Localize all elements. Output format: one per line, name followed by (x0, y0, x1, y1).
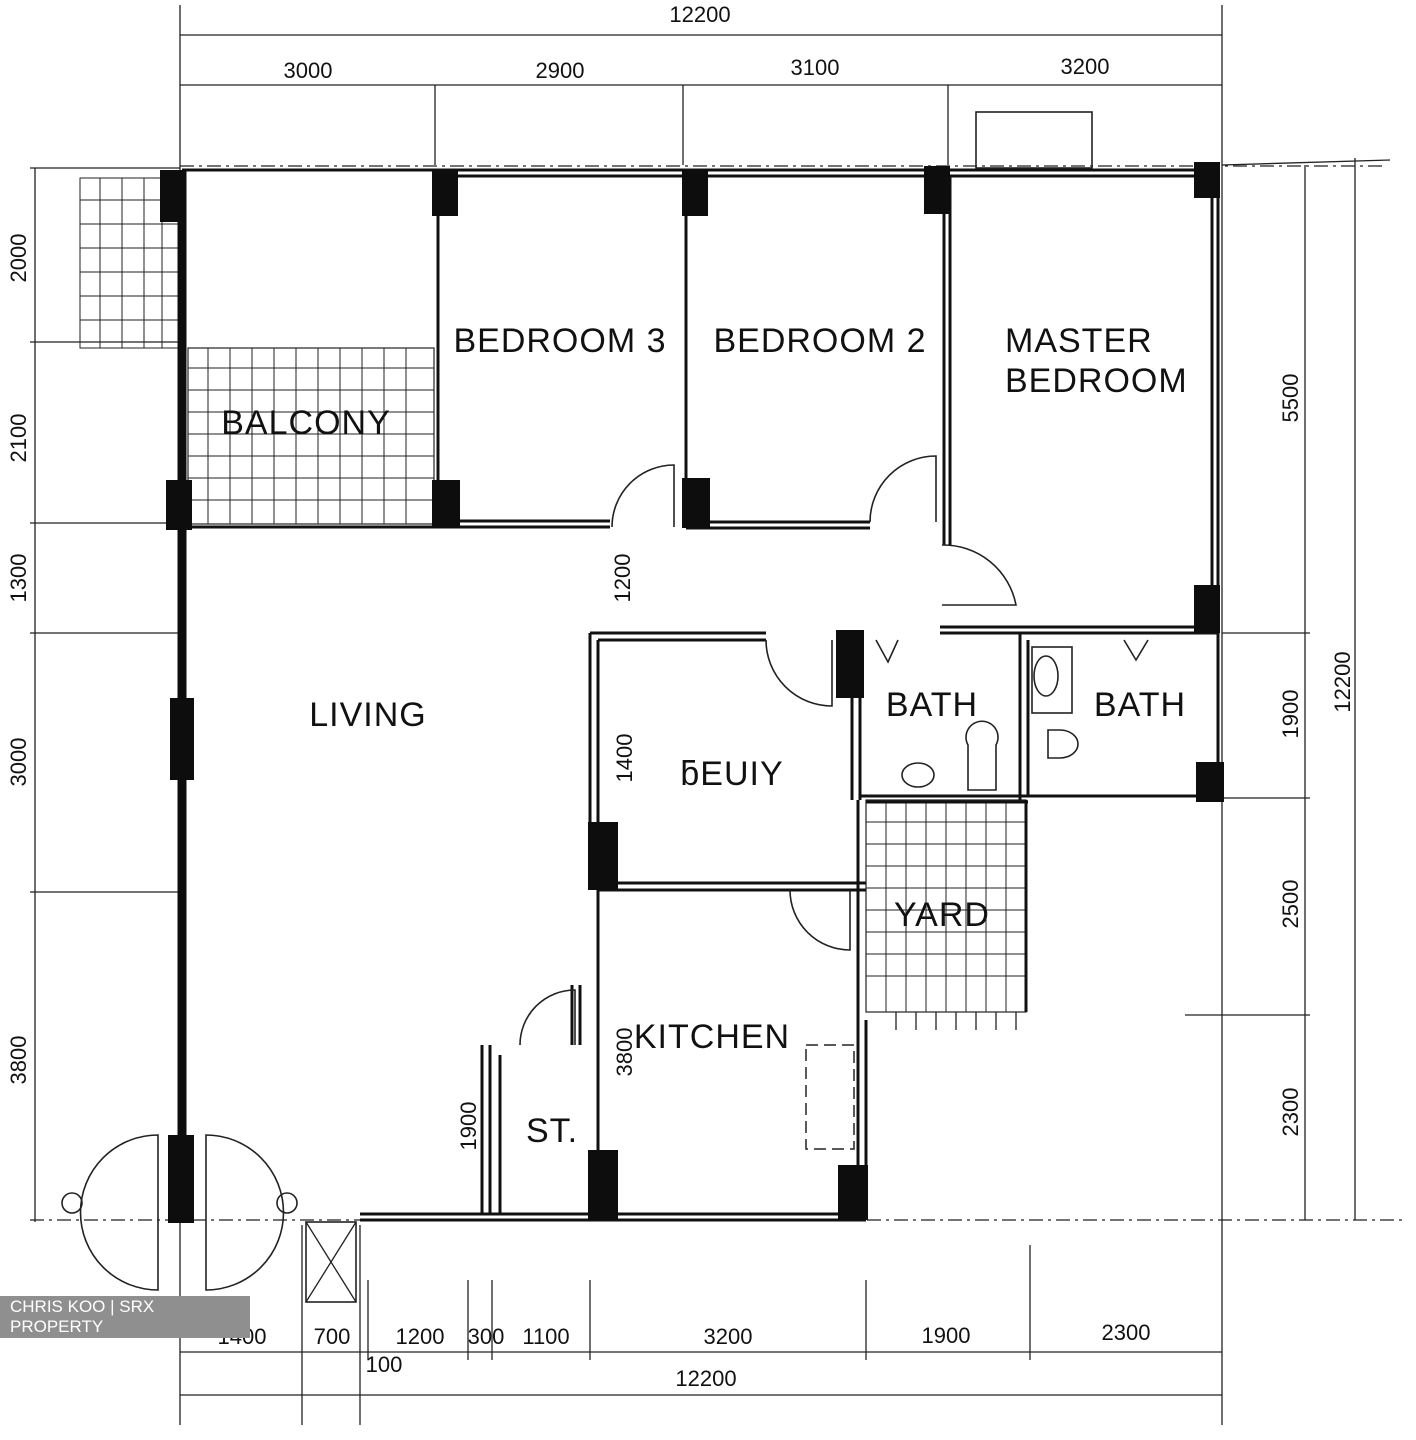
bottom-dim-4: 300 (468, 1324, 505, 1349)
right-total-dim: 12200 (1330, 651, 1355, 712)
right-dimensions: 5500 1900 2500 2300 12200 (1185, 158, 1391, 1220)
shaft (305, 1221, 357, 1303)
bottom-dim-5: 1100 (522, 1324, 569, 1349)
bedroom3-label: BEDROOM 3 (453, 322, 666, 360)
bottom-dim-8: 2300 (1102, 1320, 1151, 1345)
living-label: LIVING (309, 696, 426, 734)
inner-dimensions: 1200 1400 1900 3800 (456, 554, 637, 1151)
corridor-dim: 1200 (610, 554, 635, 603)
left-dim-2: 2100 (6, 414, 31, 463)
walls (177, 111, 1220, 1222)
bath1-label: BATH (886, 686, 978, 724)
top-total-dim: 12200 (669, 2, 730, 27)
master-bedroom-label-1: MASTER (1005, 322, 1153, 360)
left-dim-5: 3800 (6, 1036, 31, 1085)
kitchen-dim: 3800 (612, 1028, 637, 1077)
right-dim-2: 1900 (1278, 690, 1303, 739)
room-labels: BEDROOM 3 BEDROOM 2 MASTER BEDROOM BALCO… (221, 322, 1188, 1150)
balcony-label: BALCONY (221, 404, 391, 442)
bottom-dim-6: 3200 (704, 1324, 753, 1349)
kitchen-label: KITCHEN (634, 1018, 790, 1056)
store-dim: 1900 (456, 1102, 481, 1151)
store-label: ST. (526, 1112, 578, 1150)
study-dim: 1400 (612, 734, 637, 783)
right-dim-4: 2300 (1278, 1088, 1303, 1137)
columns (160, 162, 1224, 1223)
watermark: CHRIS KOO | SRX PROPERTY (0, 1296, 250, 1338)
bottom-dim-2: 700 (314, 1324, 351, 1349)
bottom-dimensions: 1400 700 1200 300 1100 3200 1900 2300 10… (180, 1225, 1222, 1425)
terrace-tiles (79, 177, 179, 349)
top-dim-4: 3200 (1061, 54, 1110, 79)
bottom-total-dim: 12200 (675, 1366, 736, 1391)
yard-tiles (865, 799, 1027, 1030)
left-dim-4: 3000 (6, 738, 31, 787)
left-dim-1: 2000 (6, 234, 31, 283)
yard-label: YARD (894, 896, 990, 934)
bottom-dim-extra: 100 (366, 1352, 403, 1377)
doors (61, 455, 1149, 1291)
bottom-dim-7: 1900 (922, 1323, 971, 1348)
right-dim-1: 5500 (1278, 374, 1303, 423)
right-dim-3: 2500 (1278, 880, 1303, 929)
left-dim-3: 1300 (6, 554, 31, 603)
top-dim-3: 3100 (791, 55, 840, 80)
master-bedroom-label-2: BEDROOM (1005, 362, 1188, 400)
bath2-label: BATH (1094, 686, 1186, 724)
bottom-dim-3: 1200 (396, 1324, 445, 1349)
left-dimensions: 2000 2100 1300 3000 3800 (6, 167, 1405, 1222)
study-label: ƃEUIY (680, 755, 783, 793)
bedroom2-label: BEDROOM 2 (713, 322, 926, 360)
top-dim-1: 3000 (284, 58, 333, 83)
fixtures (901, 646, 1079, 791)
balcony-tiles (187, 347, 435, 525)
top-dim-2: 2900 (536, 58, 585, 83)
